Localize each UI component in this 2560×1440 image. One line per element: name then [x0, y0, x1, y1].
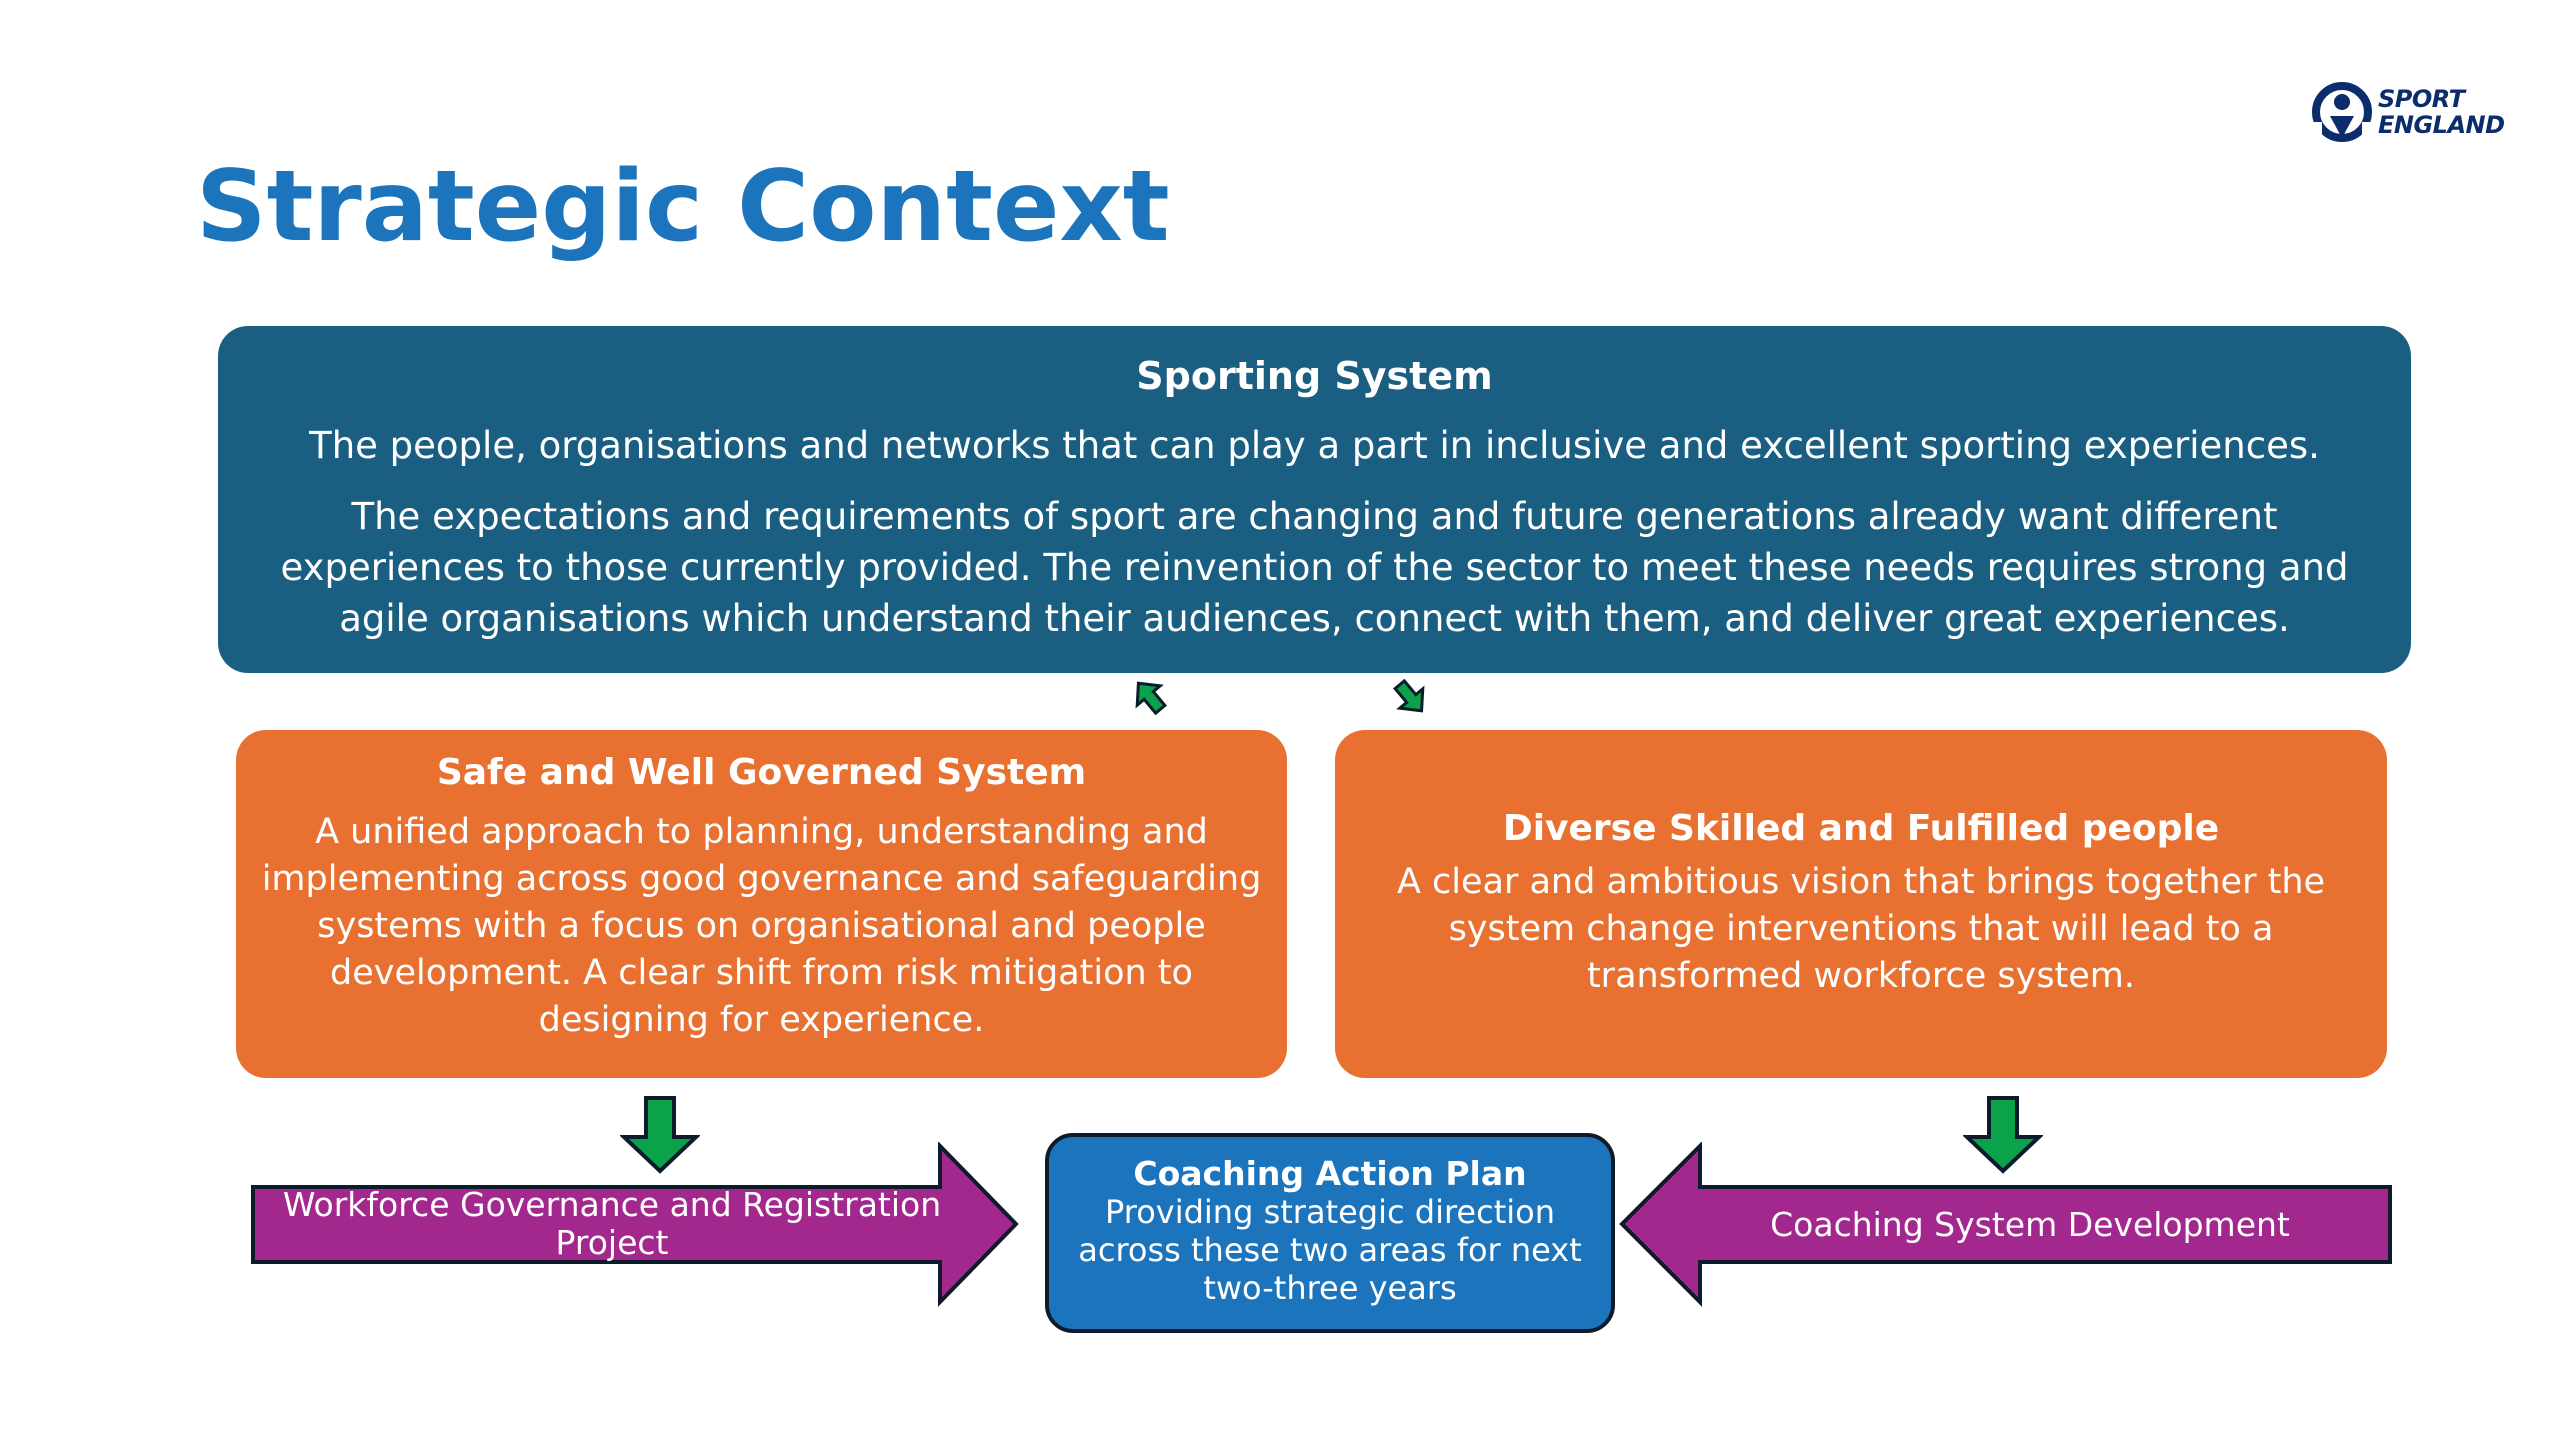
sporting-system-box: Sporting System The people, organisation…: [218, 326, 2411, 673]
page-title: Strategic Context: [196, 150, 1170, 264]
coaching-action-plan-box: Coaching Action Plan Providing strategic…: [1045, 1133, 1615, 1333]
sporting-system-line-1: The people, organisations and networks t…: [309, 424, 2320, 467]
sporting-system-line-2: The expectations and requirements of spo…: [280, 495, 2349, 640]
diverse-people-box: Diverse Skilled and Fulfilled people A c…: [1335, 730, 2387, 1078]
down-arrow-right-icon: [1963, 1096, 2043, 1174]
left-pointing-arrow-shape: [1619, 1142, 2392, 1307]
down-right-arrow-icon: [1393, 678, 1425, 713]
coaching-system-development-label: Coaching System Development: [1770, 1205, 2290, 1244]
sport-england-logo: [2310, 82, 2374, 146]
workforce-governance-label: Workforce Governance and Registration Pr…: [282, 1185, 942, 1262]
right-pointing-arrow-shape: [251, 1142, 1019, 1307]
safe-system-body: A unified approach to planning, understa…: [261, 812, 1262, 1040]
down-arrow-left-icon: [620, 1096, 700, 1174]
safe-governed-system-box: Safe and Well Governed System A unified …: [236, 730, 1287, 1078]
logo-line-1: SPORT: [2378, 85, 2465, 113]
logo-line-2: ENGLAND: [2378, 111, 2505, 139]
coaching-plan-body: Providing strategic direction across the…: [1078, 1193, 1582, 1307]
coaching-plan-heading: Coaching Action Plan: [1133, 1154, 1527, 1193]
diverse-people-body: A clear and ambitious vision that brings…: [1396, 862, 2326, 996]
logo-wordmark: SPORT ENGLAND: [2378, 86, 2505, 138]
safe-system-heading: Safe and Well Governed System: [436, 752, 1087, 793]
sporting-system-heading: Sporting System: [1136, 354, 1493, 398]
up-left-arrow-icon: [1135, 681, 1167, 716]
diverse-people-heading: Diverse Skilled and Fulfilled people: [1502, 808, 2220, 849]
